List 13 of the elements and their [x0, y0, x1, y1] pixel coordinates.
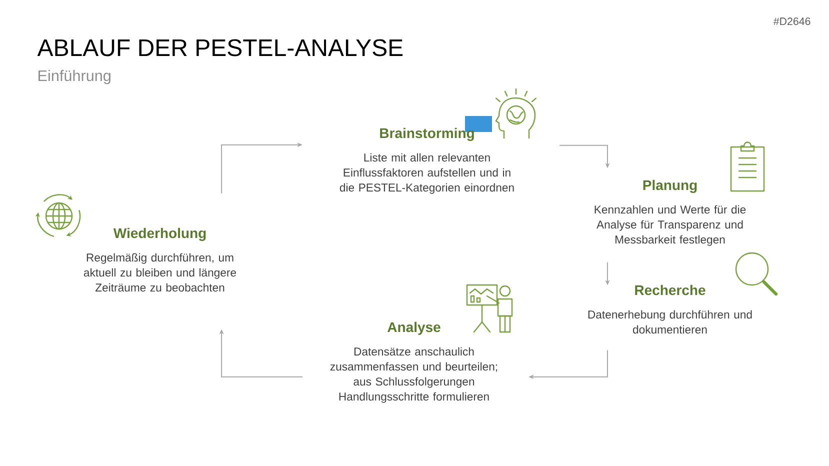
step-heading: Wiederholung [113, 228, 206, 241]
step-description: Kennzahlen und Werte für die Analyse für Transparenz und Messbarkeit festlegen [594, 205, 746, 246]
step-heading: Analyse [388, 322, 440, 335]
page-title: ABLAUF DER PESTEL-ANALYSE [37, 39, 403, 56]
reference-code: #D2646 [773, 18, 810, 26]
step-description: Liste mit allen relevanten Einflussfaktoren aufstellen und in die PESTEL-Kategorien einordnen [340, 153, 514, 194]
subtitle: Einführung [38, 70, 110, 84]
step-heading: Planung [643, 180, 697, 193]
step-description: Regelmäßig durchführen, um aktuell zu bleiben und längere Zeiträume zu beobachten [84, 253, 236, 292]
step-description: Datenerhebung durchführen und dokumentieren [588, 310, 752, 334]
step-heading: Brainstorming [380, 128, 474, 141]
step-description: Datensätze anschaulich zusammenfassen und beurteilen; aus Schlussfolgerungen Handlungsschritte formulieren [330, 347, 498, 403]
step-heading: Recherche [635, 284, 706, 296]
